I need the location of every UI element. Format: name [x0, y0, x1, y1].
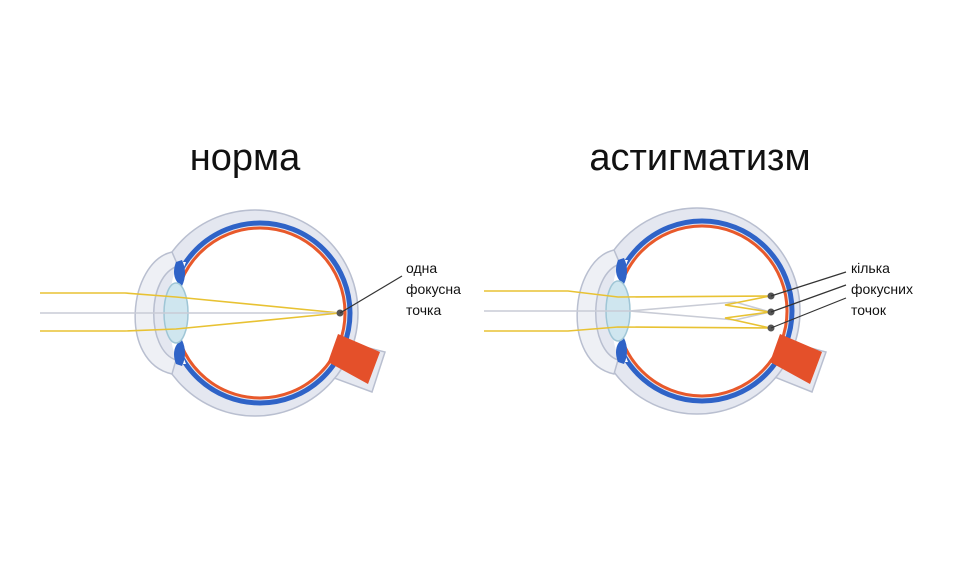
optic-nerve [328, 334, 380, 384]
panel-title-normal: норма [190, 137, 301, 179]
annotation-pointer [770, 271, 847, 297]
iris-top [616, 258, 627, 284]
annotation-line: точок [851, 302, 887, 318]
annotation-astigmatism: кілька фокусних точок [851, 260, 917, 318]
cornea [576, 249, 622, 375]
annotation-normal: одна фокусна точка [406, 260, 465, 318]
annotation-line: фокусна [406, 281, 461, 297]
ray-top [40, 292, 341, 314]
optic-nerve [770, 334, 822, 384]
ray-middle-2 [629, 301, 771, 313]
annotation-line: одна [406, 260, 437, 276]
panel-astigmatism: астигматизм [484, 137, 917, 415]
annotation-pointer [770, 284, 847, 313]
iris-bottom [616, 338, 627, 364]
iris-top [174, 260, 185, 286]
panel-normal: норма [40, 137, 465, 417]
annotation-pointer [339, 275, 403, 314]
ray-middle [484, 310, 771, 321]
annotation-pointer [770, 297, 847, 329]
annotation-line: кілька [851, 260, 890, 276]
light-rays-normal [40, 292, 341, 332]
ray-bottom [40, 312, 341, 332]
cornea [134, 251, 180, 375]
annotation-line: фокусних [851, 281, 913, 297]
light-rays-astigmatism [484, 290, 771, 332]
ray-bottom [484, 311, 771, 332]
ray-top [484, 290, 771, 313]
annotation-line: точка [406, 302, 441, 318]
iris-bottom [174, 340, 185, 366]
panel-title-astigmatism: астигматизм [589, 137, 810, 179]
